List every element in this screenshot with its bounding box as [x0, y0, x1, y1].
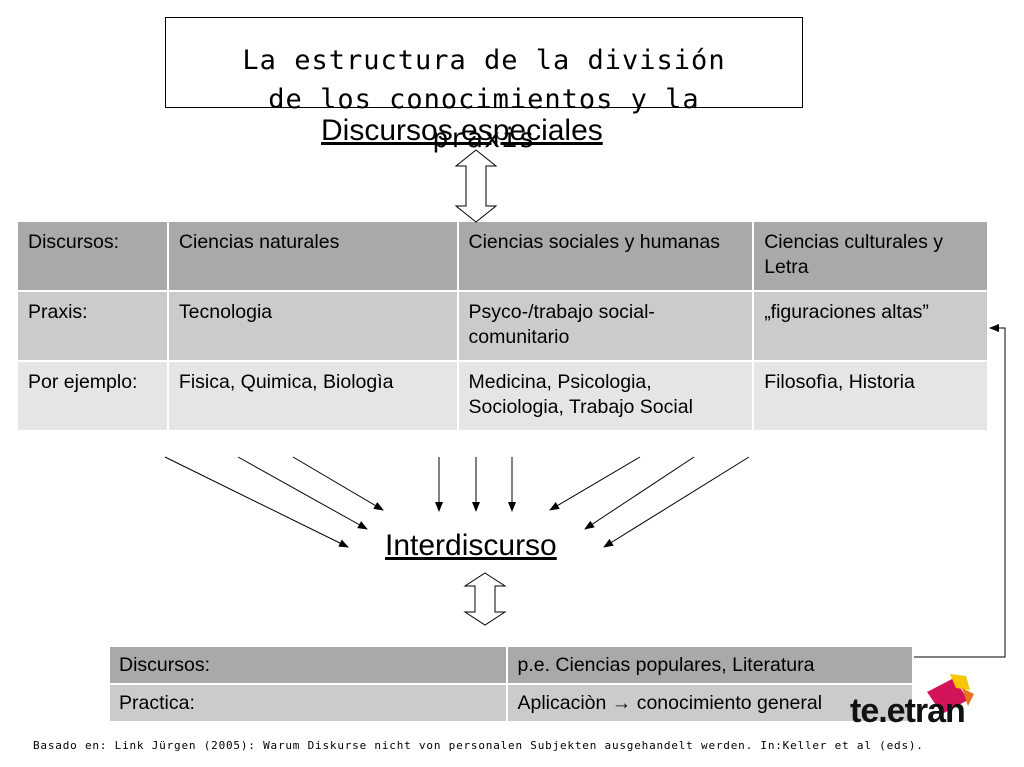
table-row: Por ejemplo: Fisica, Quimica, Biologìa M… — [18, 361, 989, 432]
arrow-right-2 — [584, 456, 695, 530]
table-row: Discursos: Ciencias naturales Ciencias s… — [18, 222, 989, 292]
footer-citation: Basado en: Link Jürgen (2005): Warum Dis… — [33, 739, 924, 752]
table-cell: Ciencias naturales — [167, 222, 459, 292]
table-cell: Aplicaciòn → conocimiento general — [507, 684, 914, 723]
table-cell: p.e. Ciencias populares, Literatura — [507, 647, 914, 685]
table-row: Praxis: Tecnologia Psyco-/trabajo social… — [18, 291, 989, 362]
table-cell: Fisica, Quimica, Biologìa — [167, 361, 459, 432]
main-table: Discursos: Ciencias naturales Ciencias s… — [18, 222, 989, 432]
arrow-left-2 — [237, 456, 368, 530]
table-cell: Psyco-/trabajo social-comunitario — [457, 291, 755, 362]
table-cell: Por ejemplo: — [18, 361, 169, 432]
logo-mark-icon — [927, 674, 974, 714]
arrow-right-1 — [549, 456, 641, 511]
table-cell: Tecnologia — [167, 291, 459, 362]
title-box: La estructura de la división de los cono… — [165, 17, 803, 154]
arrow-left-1 — [164, 456, 349, 548]
table-cell: Filosofìa, Historia — [753, 361, 989, 432]
table-row: Practica: Aplicaciòn → conocimiento gene… — [110, 684, 914, 723]
table-cell: „figuraciones altas” — [753, 291, 989, 362]
feedback-connector — [914, 324, 1006, 658]
page-title: La estructura de la división de los cono… — [242, 45, 726, 154]
bottom-table: Discursos: p.e. Ciencias populares, Lite… — [110, 647, 914, 723]
table-cell: Practica: — [110, 684, 509, 723]
table-cell: Discursos: — [18, 222, 169, 292]
arrow-left-3 — [292, 456, 384, 511]
heading-discursos-especiales: Discursos especiales — [321, 114, 603, 147]
arrow-right-3 — [603, 456, 750, 548]
logo-wordmark: te.etran — [850, 692, 966, 730]
table-cell: Discursos: — [110, 647, 509, 685]
teletran-logo: te.etran — [842, 674, 982, 730]
double-arrow-bottom — [463, 572, 507, 626]
table-cell: Ciencias culturales y Letra — [753, 222, 989, 292]
heading-interdiscurso: Interdiscurso — [385, 529, 557, 562]
table-cell: Ciencias sociales y humanas — [457, 222, 755, 292]
table-row: Discursos: p.e. Ciencias populares, Lite… — [110, 647, 914, 685]
table-cell: Praxis: — [18, 291, 169, 362]
table-cell: Medicina, Psicologia, Sociologia, Trabaj… — [457, 361, 755, 432]
double-arrow-top — [454, 149, 498, 223]
